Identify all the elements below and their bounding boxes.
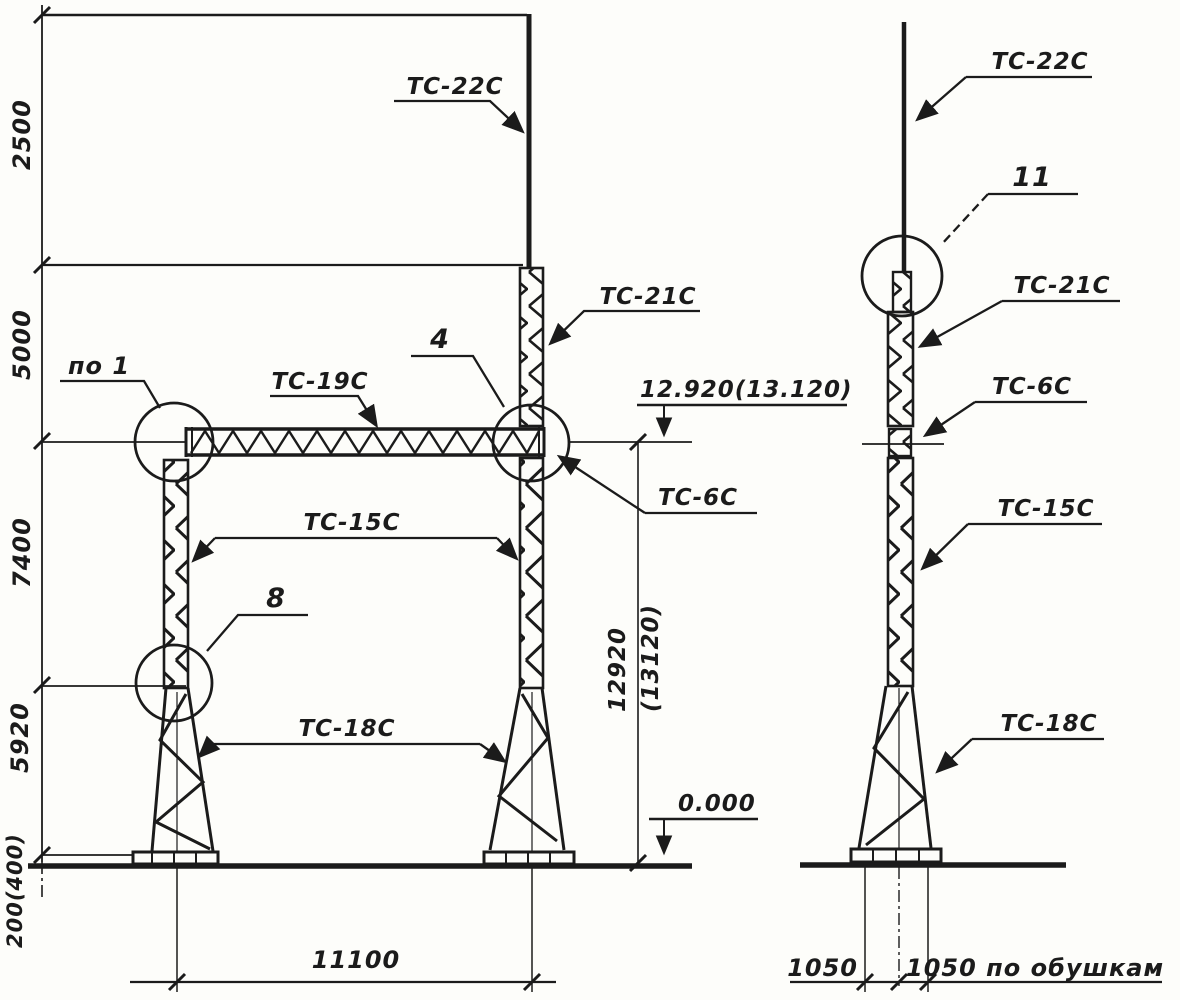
- joint-block-11: [891, 270, 913, 314]
- callout-ts22-front: ТС-22С: [394, 74, 525, 134]
- svg-text:ТС-22С: ТС-22С: [991, 49, 1088, 75]
- callout-ts18-side: ТС-18С: [935, 711, 1104, 774]
- column-ts15-left: [162, 458, 190, 690]
- svg-text:8: 8: [266, 583, 286, 614]
- column-ts21-side: [886, 310, 915, 428]
- dim-1050-heels: 1050 по обушкам: [906, 954, 1164, 982]
- tick: [32, 675, 52, 695]
- dim-11100: 11100: [312, 946, 401, 974]
- svg-text:12.920(13.120): 12.920(13.120): [640, 377, 853, 403]
- svg-text:ТС-22С: ТС-22С: [406, 74, 503, 100]
- dim-13120: (13120): [638, 604, 664, 712]
- front-elevations: 12.920(13.120) 0.000: [637, 377, 853, 856]
- detail-circle-4: [491, 403, 571, 483]
- front-callouts: ТС-22С ТС-21С ТС-19С 4 по 1 8: [60, 74, 757, 764]
- base-ts18-side: [849, 685, 943, 864]
- elevation-zero-mark: 0.000: [649, 791, 758, 856]
- beam-ts19: [184, 427, 546, 457]
- column-ts21: [518, 266, 545, 428]
- elevation-top-mark: 12.920(13.120): [637, 377, 853, 438]
- svg-text:ТС-18С: ТС-18С: [298, 716, 395, 742]
- dim-7400: 7400: [8, 517, 36, 588]
- callout-ts21-side: ТС-21С: [917, 273, 1120, 348]
- front-dimension-chain: 2500 5000 7400 5920 200(400): [3, 5, 52, 948]
- dim-2500: 2500: [8, 99, 36, 170]
- callout-ts21-front: ТС-21С: [548, 284, 700, 346]
- dim-200-400: 200(400): [3, 833, 27, 948]
- insert-ts6-side: [887, 427, 913, 458]
- front-structure: [28, 14, 692, 869]
- callout-ts15-front: ТС-15С: [191, 510, 519, 563]
- tick: [918, 972, 938, 992]
- column-ts15-side: [886, 456, 915, 688]
- svg-text:по 1: по 1: [68, 352, 130, 380]
- front-view: 2500 5000 7400 5920 200(400): [3, 5, 853, 992]
- svg-text:4: 4: [429, 324, 450, 355]
- dim-5000: 5000: [8, 309, 36, 380]
- column-ts15-right: [518, 456, 545, 690]
- svg-text:0.000: 0.000: [678, 791, 756, 817]
- front-detail-circles: [133, 401, 571, 723]
- tick: [628, 853, 648, 873]
- callout-ts19-front: ТС-19С: [270, 369, 379, 429]
- svg-text:ТС-21С: ТС-21С: [1013, 273, 1110, 299]
- callout-ts18-front: ТС-18С: [197, 716, 508, 764]
- tick: [32, 431, 52, 451]
- dim-5920: 5920: [6, 702, 34, 773]
- base-plate-left: [131, 850, 220, 866]
- svg-text:11: 11: [1012, 162, 1052, 193]
- callout-po1: по 1: [60, 352, 161, 409]
- callout-ts6-front: ТС-6С: [556, 454, 757, 515]
- detail-circle-8: [134, 643, 214, 723]
- dim-1050-left: 1050: [787, 954, 858, 982]
- svg-text:ТС-21С: ТС-21С: [599, 284, 696, 310]
- svg-text:ТС-18С: ТС-18С: [1000, 711, 1097, 737]
- svg-text:ТС-15С: ТС-15С: [303, 510, 400, 536]
- side-callouts: ТС-22С 11 ТС-21С ТС-6С ТС-15С: [915, 49, 1120, 774]
- front-overall-height-dim: 12920 (13120): [605, 432, 664, 873]
- side-base-dim: 1050 1050 по обушкам: [787, 867, 1164, 992]
- callout-ts6-side: ТС-6С: [922, 374, 1087, 438]
- side-view: ТС-22С 11 ТС-21С ТС-6С ТС-15С: [787, 22, 1164, 992]
- front-level-lines: [42, 13, 692, 856]
- svg-text:ТС-6С: ТС-6С: [992, 374, 1072, 400]
- dim-12920: 12920: [605, 627, 631, 712]
- tick: [522, 972, 542, 992]
- detail-circle-po1: [133, 401, 215, 483]
- tick: [167, 972, 187, 992]
- svg-text:ТС-19С: ТС-19С: [271, 369, 368, 395]
- callout-8: 8: [206, 583, 308, 652]
- svg-text:ТС-15С: ТС-15С: [997, 496, 1094, 522]
- tick: [889, 972, 909, 992]
- base-ts18-right: [482, 687, 576, 866]
- front-span-dim: 11100: [130, 868, 556, 992]
- callout-11: 11: [940, 162, 1078, 246]
- base-ts18-left: [131, 687, 220, 866]
- tick: [855, 972, 875, 992]
- svg-text:ТС-6С: ТС-6С: [658, 485, 738, 511]
- tick: [628, 432, 648, 452]
- detail-circle-11: [860, 234, 944, 318]
- callout-ts15-side: ТС-15С: [920, 496, 1102, 571]
- callout-4: 4: [411, 324, 505, 408]
- side-structure: [800, 22, 1066, 868]
- callout-ts22-side: ТС-22С: [915, 49, 1092, 122]
